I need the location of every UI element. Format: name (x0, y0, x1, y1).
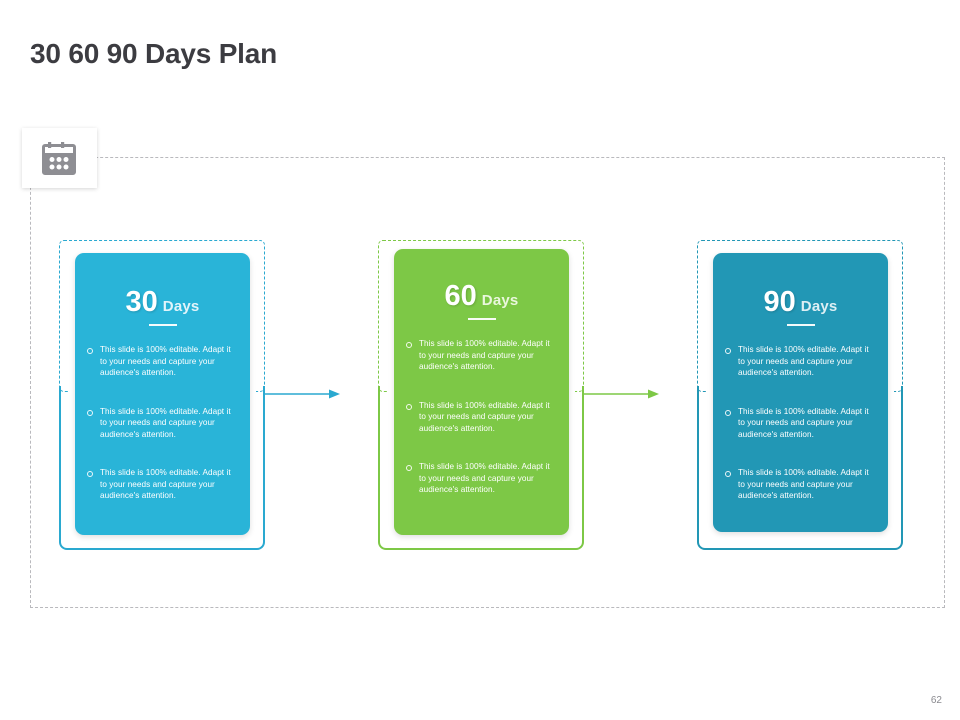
column-accent-bracket (378, 386, 584, 550)
list-item: This slide is 100% editable. Adapt it to… (404, 338, 557, 373)
bullet-dot-icon (406, 403, 412, 410)
bullet-dot-icon (725, 409, 731, 416)
bullet-text: This slide is 100% editable. Adapt it to… (738, 468, 869, 500)
bullet-list: This slide is 100% editable. Adapt it to… (713, 344, 888, 502)
bullet-text: This slide is 100% editable. Adapt it to… (100, 468, 231, 500)
list-item: This slide is 100% editable. Adapt it to… (723, 467, 876, 502)
list-item: This slide is 100% editable. Adapt it to… (723, 344, 876, 379)
bullet-dot-icon (406, 465, 412, 471)
list-item: This slide is 100% editable. Adapt it to… (85, 467, 238, 502)
bullet-dot-icon (87, 348, 93, 354)
card-unit-label: Days (800, 298, 838, 315)
card-number: 30 (125, 286, 158, 318)
bullet-text: This slide is 100% editable. Adapt it to… (419, 462, 550, 494)
page-title: 30 60 90 Days Plan (30, 38, 278, 69)
bullet-dot-icon (87, 471, 93, 477)
bullet-dot-icon (87, 409, 93, 416)
list-item: This slide is 100% editable. Adapt it to… (723, 406, 876, 441)
header-underline (467, 318, 496, 320)
page-number: 62 (930, 695, 942, 706)
card-unit-label: Days (481, 292, 519, 309)
bullet-text: This slide is 100% editable. Adapt it to… (738, 406, 869, 439)
column-accent-bracket (697, 386, 903, 550)
calendar-icon (41, 141, 78, 175)
bullet-list: This slide is 100% editable. Adapt it to… (394, 338, 569, 496)
header-underline (148, 324, 177, 326)
card-number: 90 (763, 286, 796, 318)
bullet-text: This slide is 100% editable. Adapt it to… (738, 345, 869, 377)
list-item: This slide is 100% editable. Adapt it to… (404, 400, 557, 435)
bullet-text: This slide is 100% editable. Adapt it to… (419, 339, 550, 371)
card-unit-label: Days (162, 298, 200, 315)
bullet-text: This slide is 100% editable. Adapt it to… (419, 400, 550, 433)
dashed-container-frame (30, 157, 945, 608)
card-number: 60 (444, 280, 477, 312)
bullet-dot-icon (406, 342, 412, 348)
list-item: This slide is 100% editable. Adapt it to… (85, 344, 238, 379)
arrow-30-to-60-icon (263, 388, 343, 400)
column-accent-bracket (59, 386, 265, 550)
calendar-icon-badge (22, 128, 97, 188)
bullet-text: This slide is 100% editable. Adapt it to… (100, 406, 231, 439)
list-item: This slide is 100% editable. Adapt it to… (404, 461, 557, 496)
bullet-list: This slide is 100% editable. Adapt it to… (75, 344, 250, 502)
bullet-dot-icon (725, 471, 731, 477)
list-item: This slide is 100% editable. Adapt it to… (85, 406, 238, 441)
arrow-60-to-90-icon (582, 388, 662, 400)
header-underline (786, 324, 815, 326)
bullet-dot-icon (725, 348, 731, 354)
bullet-text: This slide is 100% editable. Adapt it to… (100, 345, 231, 377)
